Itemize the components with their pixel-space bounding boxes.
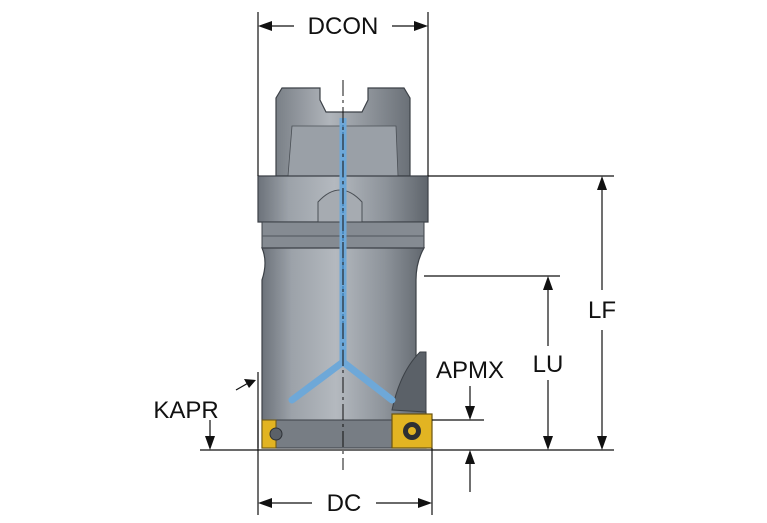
label-dc: DC bbox=[327, 490, 362, 517]
label-lf: LF bbox=[588, 297, 616, 324]
dim-kapr: KAPR bbox=[153, 372, 259, 450]
label-lu: LU bbox=[533, 351, 564, 378]
coolant-channels bbox=[288, 118, 396, 404]
dim-apmx: APMX bbox=[432, 357, 504, 492]
dim-lf: LF bbox=[200, 175, 616, 451]
label-kapr: KAPR bbox=[153, 397, 218, 424]
label-apmx: APMX bbox=[436, 357, 504, 384]
label-dcon: DCON bbox=[308, 13, 379, 40]
dim-lu: LU bbox=[424, 275, 564, 450]
left-hole bbox=[269, 427, 283, 441]
insert-icon bbox=[391, 413, 433, 449]
screw-icon bbox=[403, 422, 421, 440]
dim-dcon: DCON bbox=[257, 12, 429, 176]
